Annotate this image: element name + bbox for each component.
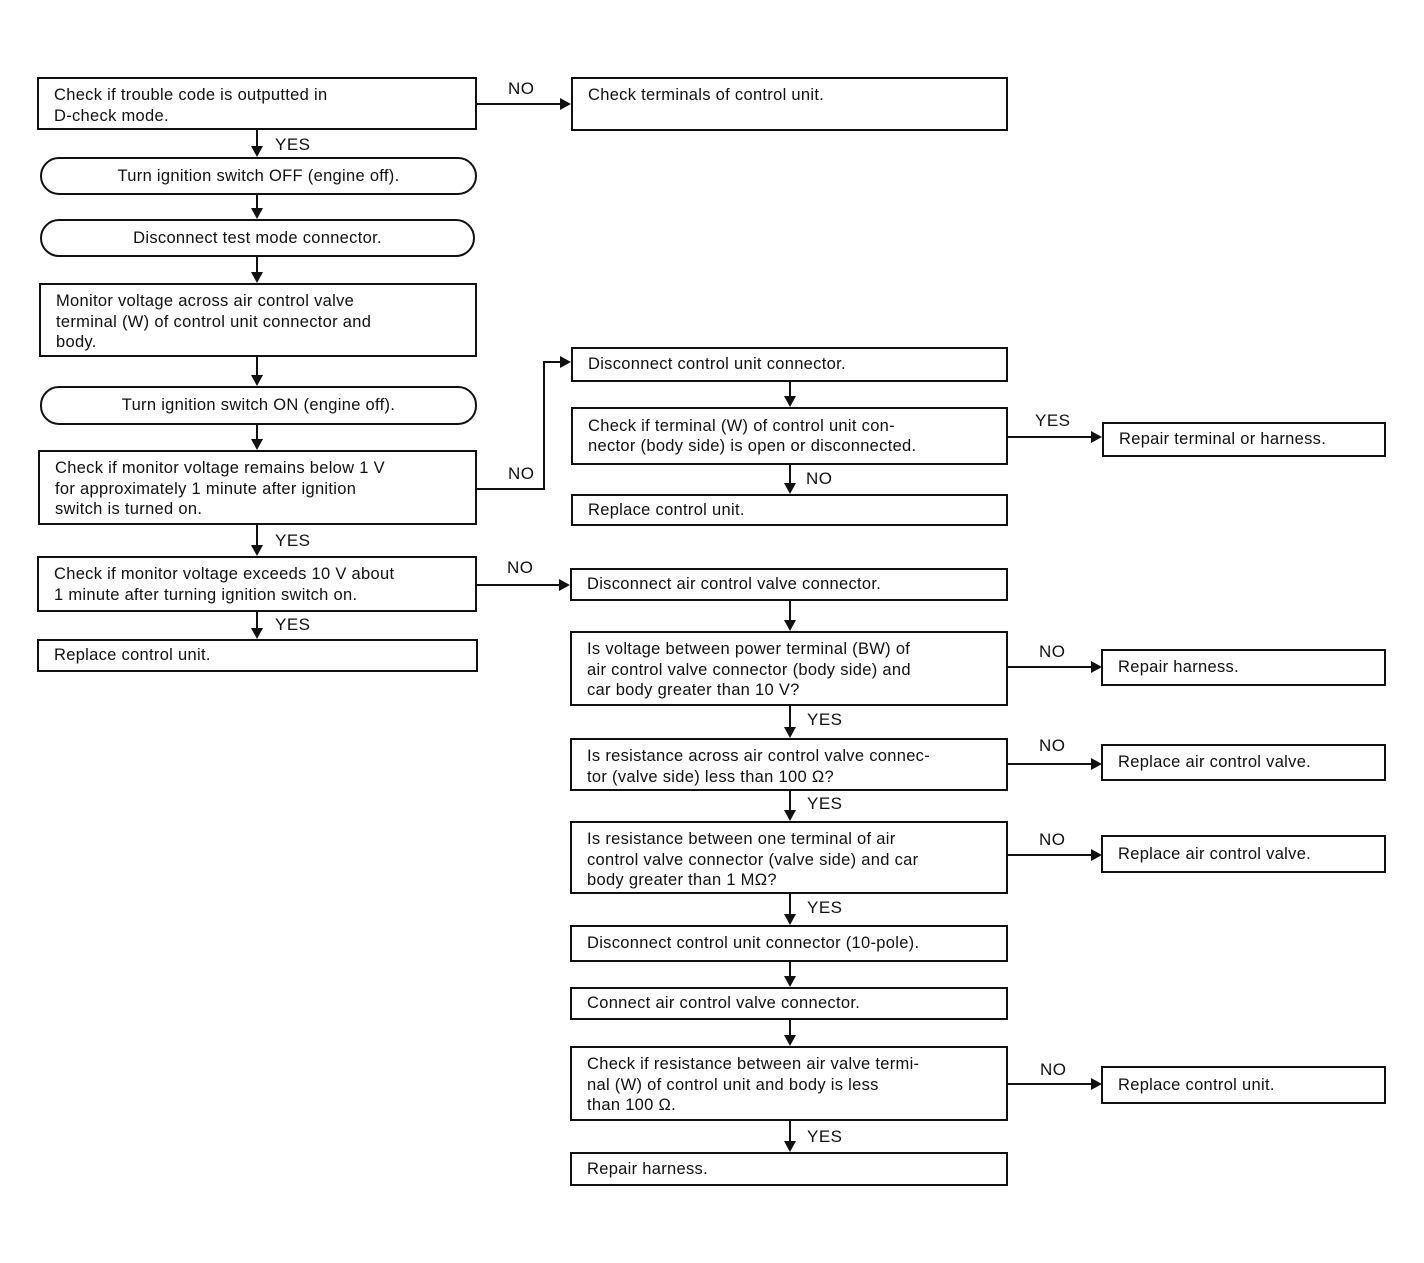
arrow-r8-r9 bbox=[784, 914, 796, 925]
arrow-n1-n2 bbox=[251, 146, 263, 157]
node-text: Repair terminal or harness. bbox=[1119, 430, 1327, 449]
arrow-n4-n5 bbox=[251, 375, 263, 386]
node-text: Replace control unit. bbox=[588, 500, 745, 519]
node-check-voltage-below-1v: Check if monitor voltage remains below 1… bbox=[38, 450, 477, 525]
node-check-insulation-resistance: Is resistance between one terminal of ai… bbox=[570, 821, 1008, 894]
node-replace-air-control-valve: Replace air control valve. bbox=[1101, 744, 1386, 781]
label-no: NO bbox=[507, 558, 534, 577]
label-no: NO bbox=[1039, 830, 1066, 849]
label-yes: YES bbox=[807, 1127, 843, 1146]
node-text: Repair harness. bbox=[587, 1159, 708, 1178]
arrow-r3-f1 bbox=[1091, 431, 1102, 443]
label-yes: YES bbox=[1035, 411, 1071, 430]
arrow-r7-f3 bbox=[1091, 758, 1102, 770]
node-text: Is resistance across air control valve c… bbox=[587, 747, 931, 786]
arrow-r8-f4 bbox=[1091, 849, 1102, 861]
node-connect-air-control-valve: Connect air control valve connector. bbox=[570, 987, 1008, 1020]
node-turn-ignition-on: Turn ignition switch ON (engine off). bbox=[40, 386, 477, 425]
node-repair-harness-2: Repair harness. bbox=[1101, 649, 1386, 686]
node-text: Check if monitor voltage exceeds 10 V ab… bbox=[54, 565, 395, 604]
node-text: Turn ignition switch OFF (engine off). bbox=[117, 166, 400, 185]
node-repair-terminal-or-harness: Repair terminal or harness. bbox=[1102, 422, 1386, 457]
node-replace-control-unit-3: Replace control unit. bbox=[1101, 1066, 1386, 1104]
arrow-r11-r12 bbox=[784, 1141, 796, 1152]
arrow-r6-f2 bbox=[1091, 661, 1102, 673]
arrow-r2-r3 bbox=[784, 396, 796, 407]
node-disconnect-control-unit-10-pole: Disconnect control unit connector (10-po… bbox=[570, 925, 1008, 962]
node-text: Monitor voltage across air control valve… bbox=[56, 292, 372, 351]
node-text: Check if monitor voltage remains below 1… bbox=[55, 459, 385, 518]
label-no: NO bbox=[1039, 736, 1066, 755]
node-disconnect-test-mode-connector: Disconnect test mode connector. bbox=[40, 219, 475, 257]
node-replace-air-control-valve-2: Replace air control valve. bbox=[1101, 835, 1386, 873]
node-check-voltage-exceeds-10v: Check if monitor voltage exceeds 10 V ab… bbox=[37, 556, 477, 612]
node-disconnect-control-unit-connector: Disconnect control unit connector. bbox=[571, 347, 1008, 382]
node-check-air-valve-terminal-resistance: Check if resistance between air valve te… bbox=[570, 1046, 1008, 1121]
node-text: Replace control unit. bbox=[54, 646, 211, 665]
node-text: Check terminals of control unit. bbox=[588, 86, 825, 104]
arrow-r6-r7 bbox=[784, 727, 796, 738]
node-text: Disconnect air control valve connector. bbox=[587, 575, 882, 594]
node-text: Replace air control valve. bbox=[1118, 844, 1312, 863]
label-no: NO bbox=[508, 79, 535, 98]
arrow-n7-r5 bbox=[559, 579, 570, 591]
node-text: Is resistance between one terminal of ai… bbox=[587, 830, 919, 889]
node-text: Repair harness. bbox=[1118, 658, 1239, 677]
node-check-power-terminal-voltage: Is voltage between power terminal (BW) o… bbox=[570, 631, 1008, 706]
arrow-n7-n8 bbox=[251, 628, 263, 639]
node-check-terminal-w-open: Check if terminal (W) of control unit co… bbox=[571, 407, 1008, 465]
label-no: NO bbox=[508, 464, 535, 483]
node-turn-ignition-off: Turn ignition switch OFF (engine off). bbox=[40, 157, 477, 195]
node-disconnect-air-control-valve-connector: Disconnect air control valve connector. bbox=[570, 568, 1008, 601]
node-text: Check if terminal (W) of control unit co… bbox=[588, 416, 917, 456]
label-yes: YES bbox=[275, 531, 311, 550]
label-yes: YES bbox=[807, 898, 843, 917]
label-no: NO bbox=[806, 469, 833, 488]
arrow-r3-r4 bbox=[784, 483, 796, 494]
node-text: Connect air control valve connector. bbox=[587, 994, 861, 1013]
node-text: Check if trouble code is outputted in D-… bbox=[54, 86, 328, 125]
node-text: Disconnect control unit connector. bbox=[588, 355, 846, 374]
node-text: Is voltage between power terminal (BW) o… bbox=[587, 640, 911, 699]
label-yes: YES bbox=[275, 615, 311, 634]
label-no: NO bbox=[1039, 642, 1066, 661]
node-monitor-voltage: Monitor voltage across air control valve… bbox=[39, 283, 477, 357]
arrow-r11-f5 bbox=[1091, 1078, 1102, 1090]
arrow-n2-n3 bbox=[251, 208, 263, 219]
node-replace-control-unit: Replace control unit. bbox=[37, 639, 478, 672]
node-text: Replace control unit. bbox=[1118, 1075, 1275, 1094]
arrow-n3-n4 bbox=[251, 272, 263, 283]
node-text: Replace air control valve. bbox=[1118, 753, 1312, 772]
node-text: Check if resistance between air valve te… bbox=[587, 1055, 920, 1114]
arrow-n1-r1 bbox=[560, 98, 571, 110]
node-text: Turn ignition switch ON (engine off). bbox=[121, 396, 396, 415]
arrow-n5-n6 bbox=[251, 439, 263, 450]
node-text: Disconnect test mode connector. bbox=[133, 228, 382, 247]
label-yes: YES bbox=[275, 135, 311, 154]
arrow-r5-r6 bbox=[784, 620, 796, 631]
label-yes: YES bbox=[807, 794, 843, 813]
node-repair-harness: Repair harness. bbox=[570, 1152, 1008, 1186]
arrow-r9-r10 bbox=[784, 976, 796, 987]
label-no: NO bbox=[1040, 1060, 1067, 1079]
node-check-terminals-control-unit: Check terminals of control unit. bbox=[571, 77, 1008, 131]
arrow-n6-r2 bbox=[560, 356, 571, 368]
node-check-valve-resistance: Is resistance across air control valve c… bbox=[570, 738, 1008, 791]
node-replace-control-unit-2: Replace control unit. bbox=[571, 494, 1008, 526]
arrow-n6-n7 bbox=[251, 545, 263, 556]
node-check-trouble-code: Check if trouble code is outputted in D-… bbox=[37, 77, 477, 130]
node-text: Disconnect control unit connector (10-po… bbox=[587, 934, 920, 953]
arrow-r7-r8 bbox=[784, 810, 796, 821]
arrow-r10-r11 bbox=[784, 1035, 796, 1046]
label-yes: YES bbox=[807, 710, 843, 729]
